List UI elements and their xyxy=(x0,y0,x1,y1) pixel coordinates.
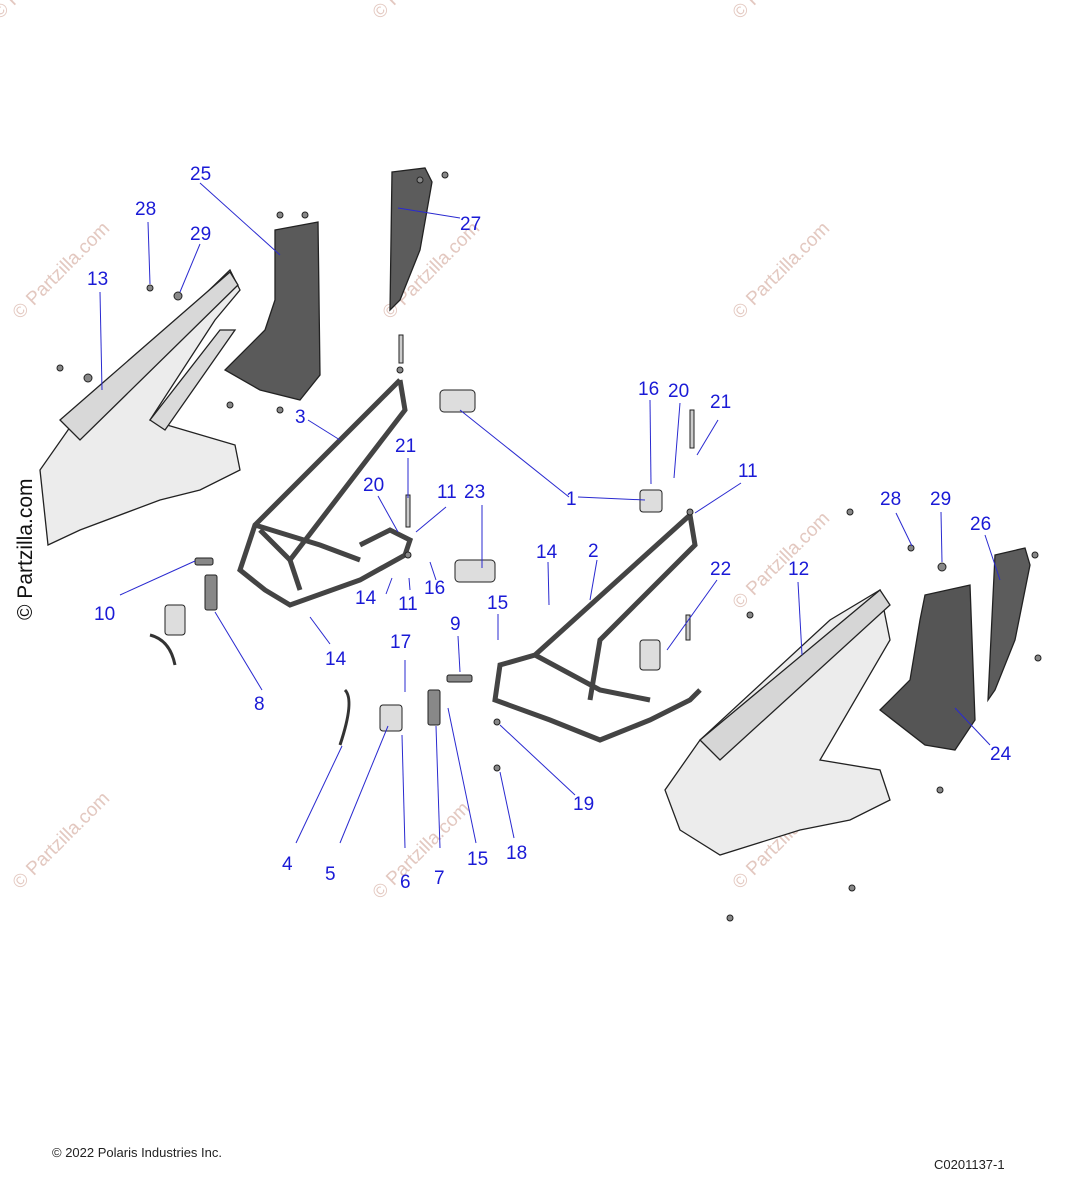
callout-17: 17 xyxy=(390,632,411,653)
door-panel-left-13 xyxy=(39,268,241,546)
svg-text:© Partzilla.com: © Partzilla.com xyxy=(0,0,94,24)
callout-22: 22 xyxy=(710,559,731,580)
callout-1: 1 xyxy=(566,489,577,510)
svg-text:© Partzilla.com: © Partzilla.com xyxy=(369,798,474,903)
callout-26: 26 xyxy=(970,514,991,535)
callout-20-b: 20 xyxy=(668,381,689,402)
callout-14-c: 14 xyxy=(325,649,347,670)
door-frame-right-2 xyxy=(492,513,702,743)
door-frame-left-3 xyxy=(237,378,414,608)
callout-15-b: 15 xyxy=(467,849,488,870)
hardware-parts xyxy=(56,171,1042,922)
callout-11-c: 11 xyxy=(738,461,758,482)
callout-28-a: 28 xyxy=(135,199,156,220)
callout-21-a: 21 xyxy=(395,436,416,457)
door-panel-right-12 xyxy=(664,588,891,856)
callout-12: 12 xyxy=(788,559,809,580)
callout-6: 6 xyxy=(400,872,411,893)
callout-20-a: 20 xyxy=(363,475,384,496)
callout-27: 27 xyxy=(460,214,481,235)
leader-lines xyxy=(99,182,1001,849)
callout-14-b: 14 xyxy=(355,588,377,609)
callout-7: 7 xyxy=(434,868,445,889)
callout-4: 4 xyxy=(282,854,293,875)
inner-panel-right-24 xyxy=(879,584,976,751)
callout-19: 19 xyxy=(573,794,594,815)
svg-text:© Partzilla.com: © Partzilla.com xyxy=(729,508,834,613)
callout-11-b: 11 xyxy=(398,594,418,615)
callout-labels: 1 2 3 4 5 6 7 8 9 10 11 11 11 12 13 14 1… xyxy=(87,164,1012,893)
callout-5: 5 xyxy=(325,864,336,885)
callout-21-b: 21 xyxy=(710,392,731,413)
callout-16-a: 16 xyxy=(424,578,445,599)
callout-16-b: 16 xyxy=(638,379,659,400)
callout-23: 23 xyxy=(464,482,485,503)
callout-13: 13 xyxy=(87,269,108,290)
callout-28-b: 28 xyxy=(880,489,901,510)
trim-panel-left-27 xyxy=(389,167,433,312)
trim-panel-right-26 xyxy=(987,547,1031,703)
copyright-notice: © 2022 Polaris Industries Inc. xyxy=(52,1145,222,1160)
callout-24: 24 xyxy=(990,744,1012,765)
svg-text:© Partzilla.com: © Partzilla.com xyxy=(729,218,834,323)
callout-8: 8 xyxy=(254,694,265,715)
callout-3: 3 xyxy=(295,407,306,428)
callout-29-b: 29 xyxy=(930,489,951,510)
svg-text:© Partzilla.com: © Partzilla.com xyxy=(729,0,834,24)
callout-14-a: 14 xyxy=(536,542,558,563)
callout-18: 18 xyxy=(506,843,527,864)
callout-29-a: 29 xyxy=(190,224,211,245)
callout-11-a: 11 xyxy=(437,482,457,503)
svg-text:© Partzilla.com: © Partzilla.com xyxy=(369,0,474,24)
side-watermark: © Partzilla.com xyxy=(14,478,37,620)
drawing-id: C0201137-1 xyxy=(934,1157,1005,1172)
svg-text:© Partzilla.com: © Partzilla.com xyxy=(9,788,114,893)
callout-9: 9 xyxy=(450,614,461,635)
callout-2: 2 xyxy=(588,541,599,562)
callout-15-a: 15 xyxy=(487,593,508,614)
callout-25: 25 xyxy=(190,164,211,185)
callout-10: 10 xyxy=(94,604,115,625)
inner-panel-left-25 xyxy=(223,221,321,401)
